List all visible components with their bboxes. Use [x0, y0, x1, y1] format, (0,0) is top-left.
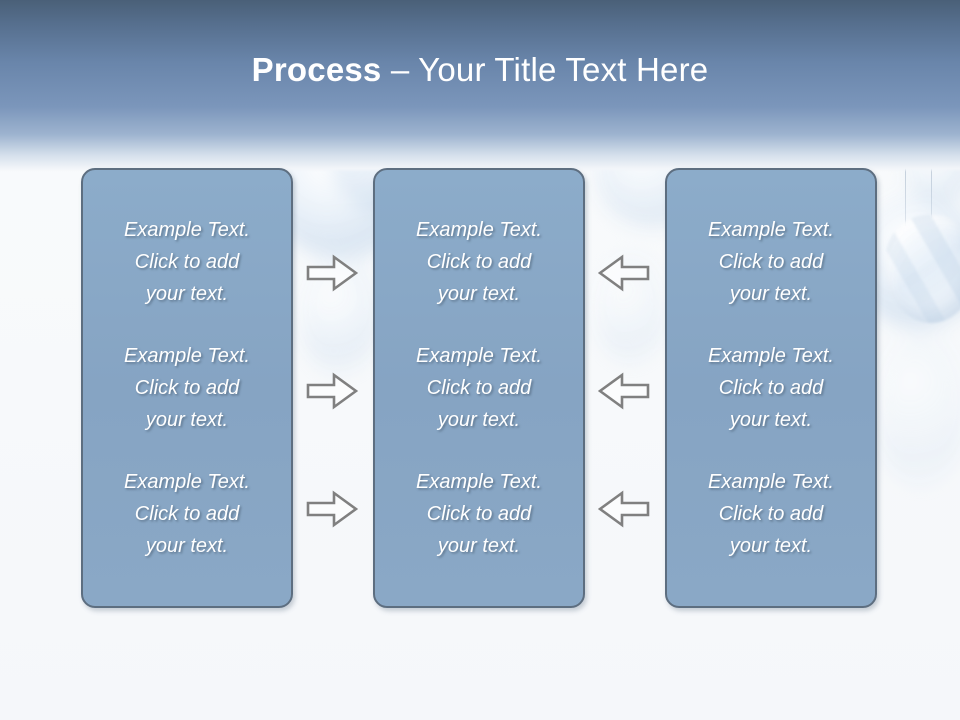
title-band: [0, 0, 960, 172]
arrow-right-icon[interactable]: [306, 372, 358, 410]
process-text-right-3[interactable]: Example Text. Click to add your text.: [708, 471, 834, 557]
process-text-center-1[interactable]: Example Text. Click to add your text.: [416, 219, 542, 305]
process-text-right-2[interactable]: Example Text. Click to add your text.: [708, 345, 834, 431]
process-box-right[interactable]: Example Text. Click to add your text. Ex…: [665, 168, 877, 608]
process-text-left-1[interactable]: Example Text. Click to add your text.: [124, 219, 250, 305]
process-text-center-3[interactable]: Example Text. Click to add your text.: [416, 471, 542, 557]
arrow-left-icon[interactable]: [598, 254, 650, 292]
crystal-hanging-thread: [905, 130, 906, 226]
process-text-left-3[interactable]: Example Text. Click to add your text.: [124, 471, 250, 557]
crystal-hanging-thread: [931, 130, 932, 218]
process-box-left[interactable]: Example Text. Click to add your text. Ex…: [81, 168, 293, 608]
process-text-left-2[interactable]: Example Text. Click to add your text.: [124, 345, 250, 431]
page-title-rest: – Your Title Text Here: [381, 51, 709, 88]
arrow-left-icon[interactable]: [598, 490, 650, 528]
process-box-center[interactable]: Example Text. Click to add your text. Ex…: [373, 168, 585, 608]
arrow-right-icon[interactable]: [306, 254, 358, 292]
arrow-right-icon[interactable]: [306, 490, 358, 528]
process-text-center-2[interactable]: Example Text. Click to add your text.: [416, 345, 542, 431]
crystal-prism-ball: [885, 215, 960, 323]
crystal-blur-8: [876, 330, 960, 490]
process-text-right-1[interactable]: Example Text. Click to add your text.: [708, 219, 834, 305]
page-title-strong: Process: [251, 51, 382, 88]
page-title: Process – Your Title Text Here: [0, 50, 960, 90]
arrow-left-icon[interactable]: [598, 372, 650, 410]
crystal-facets: [885, 215, 960, 323]
